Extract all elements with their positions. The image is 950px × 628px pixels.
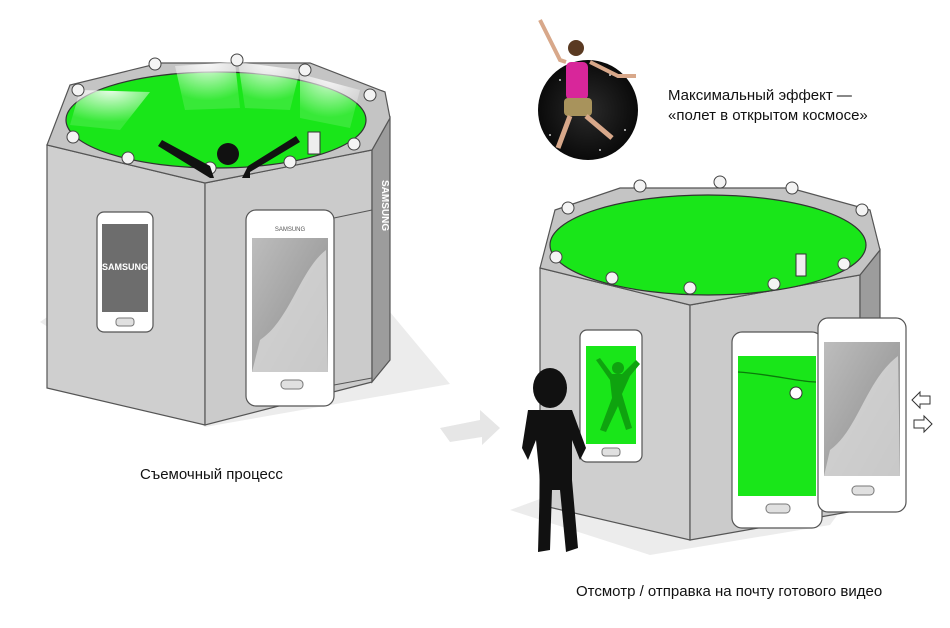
right-chroma-interior [549,194,867,296]
arrow-right-icon [440,410,500,445]
beam [238,62,300,110]
caption-effect: Максимальный эффект — «полет в открытом … [668,86,868,126]
beam [175,62,240,110]
phone-green-large [731,331,823,529]
spotlight-icon [549,175,869,295]
rail [333,377,373,386]
phone-grey [817,317,907,513]
camera-icon [795,253,807,277]
jumping-person [538,19,636,149]
space-effect-image [538,19,638,160]
caption-effect-line2: «полет в открытом космосе» [668,107,868,124]
rail [333,209,373,219]
person-silhouette-icon [158,136,300,178]
caption-filming: Съемочный процесс [140,466,283,483]
left-booth [40,53,450,427]
left-booth-right-face [371,115,391,384]
phone-green-preview [579,329,643,463]
caption-review: Отсмотр / отправка на почту готового вид… [576,583,883,600]
person-silhouette-icon [522,368,586,552]
camera-icon [307,131,321,155]
caption-effect-line1: Максимальный эффект — [668,87,852,104]
right-booth [510,175,933,555]
arrow-left-icon [911,390,931,410]
phone-left-dark [96,211,154,333]
arrow-right-icon [913,414,933,434]
spotlight-icon [66,53,377,175]
beam [70,90,150,130]
phone-right-big [245,209,335,407]
beam [300,74,360,128]
